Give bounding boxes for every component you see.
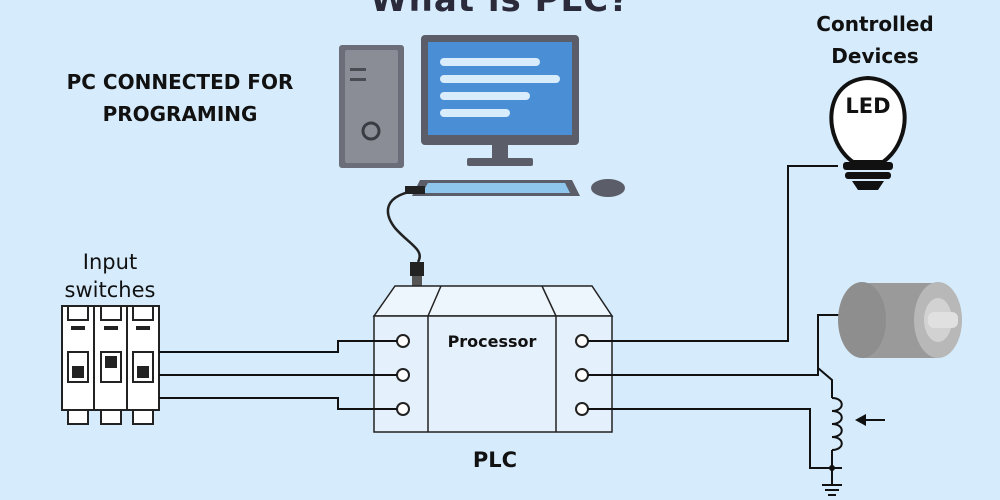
keyboard — [412, 180, 580, 196]
ground-icon — [822, 468, 842, 496]
variable-inductor — [817, 330, 885, 469]
led-text: LED — [845, 94, 890, 118]
pc-tower — [339, 45, 404, 168]
processor-label: Processor — [447, 332, 537, 351]
plc-label: PLC — [472, 448, 518, 472]
mouse — [591, 179, 625, 197]
input-switches — [61, 305, 160, 425]
pc-label: PC CONNECTED FOR PROGRAMING — [66, 70, 294, 126]
controlled-devices-label: Controlled Devices — [816, 12, 934, 68]
output-wires — [588, 165, 840, 469]
motor-icon — [838, 282, 962, 358]
diagram-title: What is PLC? — [370, 0, 630, 20]
input-wires — [159, 340, 397, 410]
computer-icon — [339, 35, 625, 197]
monitor — [421, 35, 579, 166]
usb-cable — [386, 186, 425, 300]
plc-unit — [372, 285, 614, 433]
input-switches-label: Input switches — [64, 250, 156, 302]
led-bulb-icon: LED — [829, 75, 907, 190]
